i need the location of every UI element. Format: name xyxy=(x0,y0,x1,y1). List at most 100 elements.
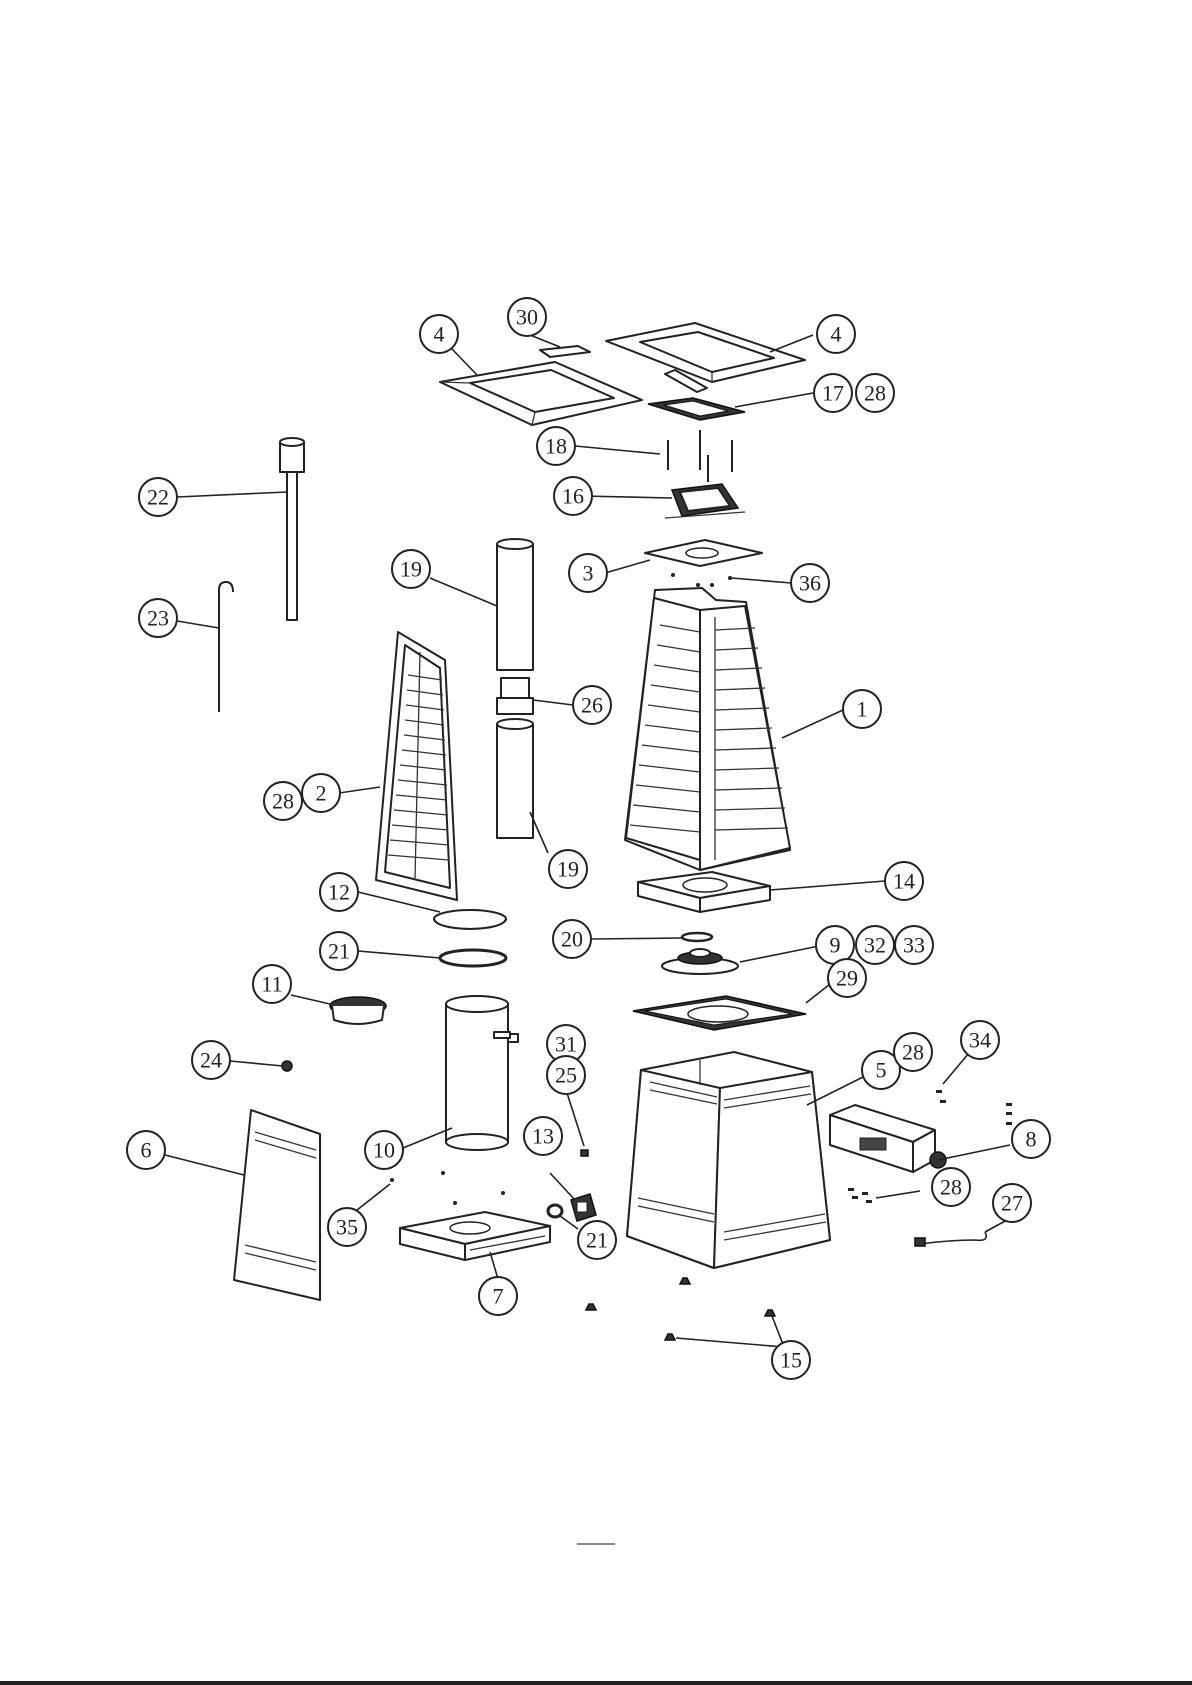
callout-17: 17 xyxy=(814,374,852,412)
callout-18: 18 xyxy=(537,427,575,465)
o-ring xyxy=(682,933,712,941)
callout-2: 2 xyxy=(302,774,340,812)
callout-20-label: 20 xyxy=(561,927,583,952)
valve-flange xyxy=(662,949,738,974)
knob xyxy=(282,1061,292,1071)
cylinder-ring xyxy=(440,950,506,966)
callout-32: 32 xyxy=(856,926,894,964)
cover-plate xyxy=(540,346,590,357)
callout-18-label: 18 xyxy=(545,434,567,459)
drip-tray xyxy=(400,1212,550,1260)
callout-14-label: 14 xyxy=(893,869,915,894)
callout-26-label: 26 xyxy=(581,693,603,718)
callout-9-label: 9 xyxy=(830,933,841,958)
callout-21-top: 21 xyxy=(320,932,358,970)
control-box xyxy=(571,1194,596,1221)
cylinder-lid xyxy=(434,910,506,929)
callout-3: 3 xyxy=(569,554,607,592)
callout-10: 10 xyxy=(365,1131,403,1169)
callout-28-left: 28 xyxy=(264,782,302,820)
burner-head xyxy=(665,484,745,518)
callout-6-label: 6 xyxy=(141,1138,152,1163)
callout-36-label: 36 xyxy=(799,571,821,596)
callout-8-label: 8 xyxy=(1026,1127,1037,1152)
callout-4-right-label: 4 xyxy=(831,322,842,347)
screws-35 xyxy=(390,1171,505,1205)
gasket-frame xyxy=(648,398,745,420)
callout-15: 15 xyxy=(772,1341,810,1379)
callout-35: 35 xyxy=(328,1208,366,1246)
screws-36 xyxy=(671,573,732,587)
callout-30-label: 30 xyxy=(516,305,538,330)
callout-7: 7 xyxy=(479,1277,517,1315)
callout-21-top-label: 21 xyxy=(328,939,350,964)
callout-27: 27 xyxy=(993,1184,1031,1222)
callout-30: 30 xyxy=(508,298,546,336)
callout-19-bottom-label: 19 xyxy=(557,857,579,882)
door-panel xyxy=(234,1110,320,1300)
hook-rod xyxy=(219,582,233,712)
callout-14: 14 xyxy=(885,862,923,900)
callout-11: 11 xyxy=(253,965,291,1003)
side-panel xyxy=(376,632,457,900)
control-unit xyxy=(830,1105,946,1172)
callout-12: 12 xyxy=(320,873,358,911)
callout-25: 25 xyxy=(547,1056,585,1094)
callout-22: 22 xyxy=(139,478,177,516)
callout-33-label: 33 xyxy=(903,933,925,958)
callout-34-label: 34 xyxy=(969,1028,991,1053)
callout-19-bottom: 19 xyxy=(549,850,587,888)
callout-23: 23 xyxy=(139,599,177,637)
callout-29: 29 xyxy=(828,959,866,997)
callout-1-label: 1 xyxy=(857,697,868,722)
callout-21-bottom-label: 21 xyxy=(586,1228,608,1253)
callout-10-label: 10 xyxy=(373,1138,395,1163)
callout-7-label: 7 xyxy=(493,1284,504,1309)
base-plate xyxy=(638,872,770,912)
callout-15-label: 15 xyxy=(780,1348,802,1373)
leveling-feet xyxy=(586,1278,775,1340)
callout-26: 26 xyxy=(573,686,611,724)
callout-21-bottom: 21 xyxy=(578,1221,616,1259)
callout-36: 36 xyxy=(791,564,829,602)
callout-29-label: 29 xyxy=(836,966,858,991)
callout-28-mid: 28 xyxy=(894,1033,932,1071)
callout-33: 33 xyxy=(895,926,933,964)
callout-23-label: 23 xyxy=(147,606,169,631)
callout-28-bottom: 28 xyxy=(932,1168,970,1206)
callout-28-top-label: 28 xyxy=(864,381,886,406)
callout-16-label: 16 xyxy=(562,484,584,509)
callout-24-label: 24 xyxy=(200,1048,222,1073)
screws-28 xyxy=(848,1188,872,1203)
reflector-half-right xyxy=(606,323,805,382)
callout-2-label: 2 xyxy=(316,781,327,806)
mounting-plate xyxy=(645,540,762,566)
callout-17-label: 17 xyxy=(822,381,844,406)
callout-5-label: 5 xyxy=(876,1058,887,1083)
callout-22-label: 22 xyxy=(147,485,169,510)
callout-12-label: 12 xyxy=(328,880,350,905)
callout-19-top-label: 19 xyxy=(400,557,422,582)
callout-32-label: 32 xyxy=(864,933,886,958)
tube-coupler xyxy=(497,678,533,714)
tube-upper xyxy=(497,539,533,670)
callout-11-label: 11 xyxy=(261,972,282,997)
callout-1: 1 xyxy=(843,690,881,728)
reflector-half-left xyxy=(440,362,642,425)
small-fitting-25 xyxy=(581,1150,588,1156)
callout-4-left-label: 4 xyxy=(434,322,445,347)
callout-8: 8 xyxy=(1012,1120,1050,1158)
callout-13: 13 xyxy=(524,1117,562,1155)
support-rods xyxy=(668,430,732,482)
cylinder xyxy=(446,996,518,1150)
callout-27-label: 27 xyxy=(1001,1191,1023,1216)
callout-28-bottom-label: 28 xyxy=(940,1175,962,1200)
lower-frame xyxy=(627,1052,830,1268)
callout-4-right: 4 xyxy=(817,315,855,353)
control-rod xyxy=(280,438,304,620)
callout-28-left-label: 28 xyxy=(272,789,294,814)
burner-grill xyxy=(330,997,386,1024)
callout-28-mid-label: 28 xyxy=(902,1040,924,1065)
callout-35-label: 35 xyxy=(336,1215,358,1240)
upper-frame xyxy=(625,588,790,870)
